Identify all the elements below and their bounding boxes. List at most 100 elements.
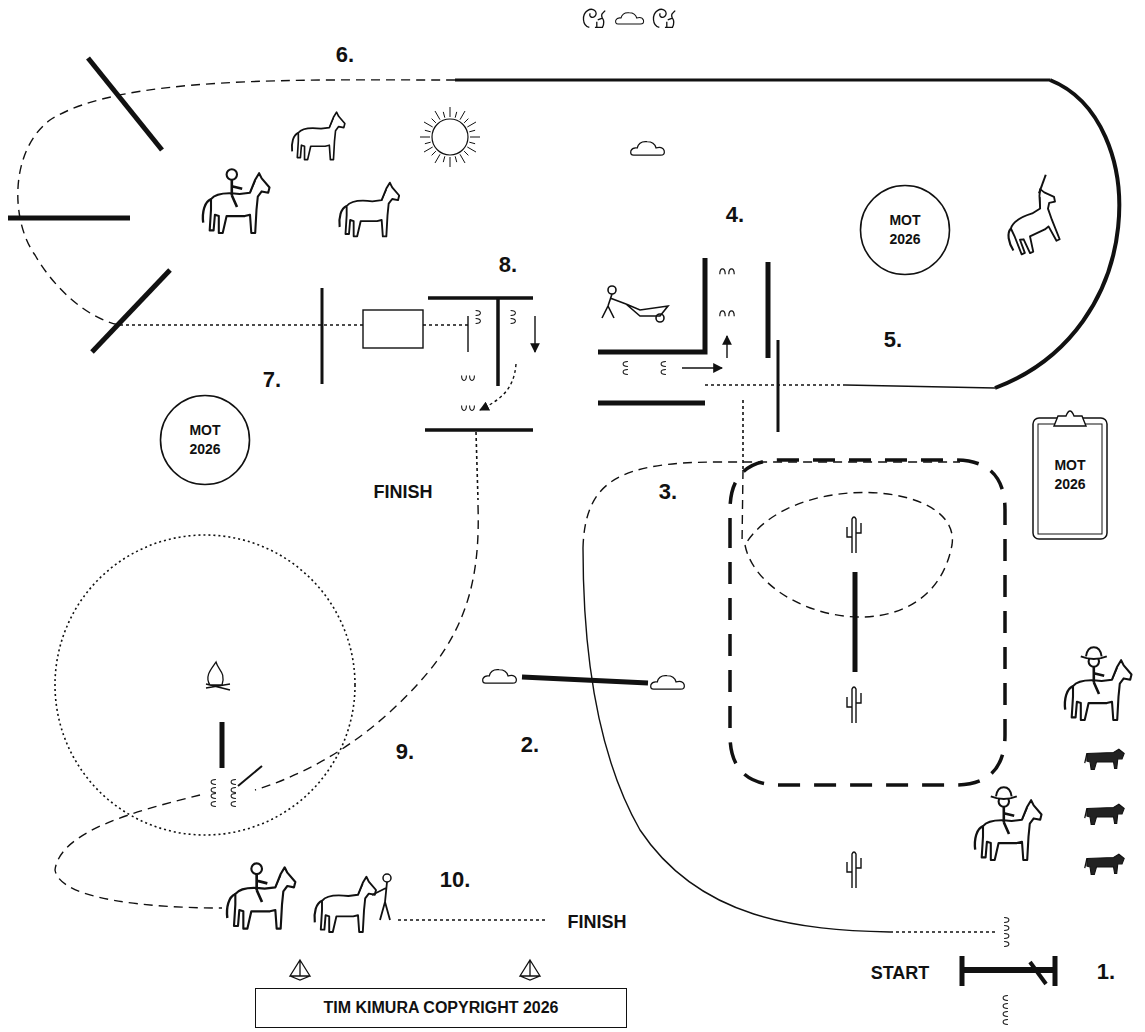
callout-number: 10. bbox=[438, 867, 473, 893]
obstacle-9 bbox=[55, 535, 355, 908]
obstacle-2 bbox=[483, 670, 517, 684]
worker-wheelbarrow bbox=[656, 314, 664, 322]
mot-badge-outline bbox=[859, 184, 951, 276]
sun-ray bbox=[443, 112, 445, 118]
squirrels-cloud bbox=[583, 9, 675, 27]
badge-text: TIM KIMURA COPYRIGHT 2026 bbox=[324, 997, 559, 1019]
obstacle-4 bbox=[766, 262, 771, 358]
obstacle-9 bbox=[211, 780, 216, 793]
trail-6 bbox=[18, 80, 455, 325]
course-label: START bbox=[869, 963, 932, 984]
obstacle-8 bbox=[462, 406, 475, 411]
start-gate bbox=[1004, 934, 1009, 947]
obstacle-9 bbox=[238, 766, 262, 786]
obstacle-4 bbox=[720, 311, 734, 316]
sun-ray bbox=[420, 137, 430, 138]
obstacle-4 bbox=[598, 401, 705, 406]
obstacle-4 bbox=[726, 336, 727, 358]
cattle-cowboys bbox=[1065, 647, 1132, 720]
sun-ray bbox=[467, 147, 476, 152]
sun-ray bbox=[470, 137, 480, 138]
obstacle-8 bbox=[255, 505, 478, 790]
obstacle-2 bbox=[890, 931, 995, 933]
start-gate bbox=[1030, 962, 1046, 984]
obstacle-7 bbox=[120, 288, 470, 384]
horses bbox=[203, 112, 399, 236]
horses bbox=[339, 183, 399, 237]
obstacle-7 bbox=[321, 288, 324, 384]
obstacle-10 bbox=[227, 863, 295, 928]
unicorn bbox=[994, 185, 1071, 259]
callout-number: 7. bbox=[261, 367, 283, 393]
sun-ray bbox=[455, 156, 457, 162]
obstacle-7 bbox=[363, 310, 423, 348]
obstacle-3 bbox=[583, 460, 1005, 888]
mot-clipboard-outline bbox=[1032, 410, 1108, 540]
callout-number: 9. bbox=[394, 739, 416, 765]
obstacle-4 bbox=[623, 362, 628, 375]
clipboard-board bbox=[1033, 418, 1107, 539]
trail-6 bbox=[995, 80, 1119, 388]
badge-text: MOT 2026 bbox=[1048, 456, 1092, 494]
cloud bbox=[631, 142, 665, 156]
horses bbox=[292, 112, 345, 160]
sun-ray bbox=[469, 142, 475, 144]
obstacle-4 bbox=[598, 258, 705, 352]
clipboard-clip bbox=[1054, 411, 1086, 426]
worker-wheelbarrow bbox=[608, 286, 616, 294]
sun-ray bbox=[450, 157, 451, 167]
obstacle-10 bbox=[372, 882, 390, 920]
cattle-cowboys bbox=[975, 787, 1042, 860]
obstacle-4 bbox=[777, 340, 780, 432]
obstacle-4 bbox=[705, 384, 845, 386]
sun-ray bbox=[435, 111, 440, 120]
obstacle-10 bbox=[398, 919, 545, 921]
worker-wheelbarrow bbox=[602, 286, 668, 322]
obstacle-10 bbox=[227, 863, 545, 980]
obstacle-9 bbox=[55, 535, 355, 835]
callout-number: 6. bbox=[334, 42, 356, 68]
obstacle-9 bbox=[211, 794, 216, 807]
obstacle-4 bbox=[845, 385, 995, 388]
obstacle-8 bbox=[496, 298, 500, 386]
cattle-cowboys bbox=[1085, 804, 1124, 824]
badge-text: MOT 2026 bbox=[883, 211, 927, 249]
worker-wheelbarrow bbox=[602, 294, 626, 318]
trail-6 bbox=[8, 58, 1119, 388]
obstacle-3 bbox=[583, 462, 960, 548]
obstacle-9 bbox=[231, 780, 236, 793]
obstacle-3 bbox=[847, 852, 861, 888]
cattle-cowboys bbox=[975, 647, 1132, 874]
obstacle-2 bbox=[651, 676, 685, 690]
trail-6 bbox=[88, 58, 162, 150]
obstacle-4 bbox=[661, 362, 666, 375]
sun-ray bbox=[460, 154, 465, 163]
obstacle-8 bbox=[480, 364, 516, 410]
callout-number: 8. bbox=[497, 252, 519, 278]
start-gate bbox=[1003, 1012, 1008, 1025]
obstacle-2 bbox=[483, 548, 995, 932]
sun-ray bbox=[455, 112, 457, 118]
obstacle-4 bbox=[742, 470, 743, 545]
obstacle-8 bbox=[425, 298, 533, 430]
sun-ray bbox=[425, 130, 431, 132]
obstacle-3 bbox=[847, 687, 861, 723]
start-gate bbox=[1003, 996, 1008, 1009]
trail-6 bbox=[92, 270, 170, 352]
sun-ray bbox=[469, 130, 475, 132]
obstacle-10 bbox=[290, 960, 310, 980]
obstacle-4 bbox=[742, 400, 744, 470]
sun-ray bbox=[424, 147, 433, 152]
obstacle-8 bbox=[476, 311, 481, 324]
start-gate bbox=[962, 918, 1055, 1025]
cattle-cowboys bbox=[1085, 854, 1124, 874]
unicorn bbox=[1033, 175, 1052, 194]
badge-text: MOT 2026 bbox=[183, 421, 227, 459]
obstacle-8 bbox=[255, 298, 535, 790]
start-gate bbox=[962, 956, 1055, 986]
callout-number: 2. bbox=[519, 732, 541, 758]
obstacle-4 bbox=[682, 367, 722, 368]
obstacle-2 bbox=[522, 677, 648, 683]
